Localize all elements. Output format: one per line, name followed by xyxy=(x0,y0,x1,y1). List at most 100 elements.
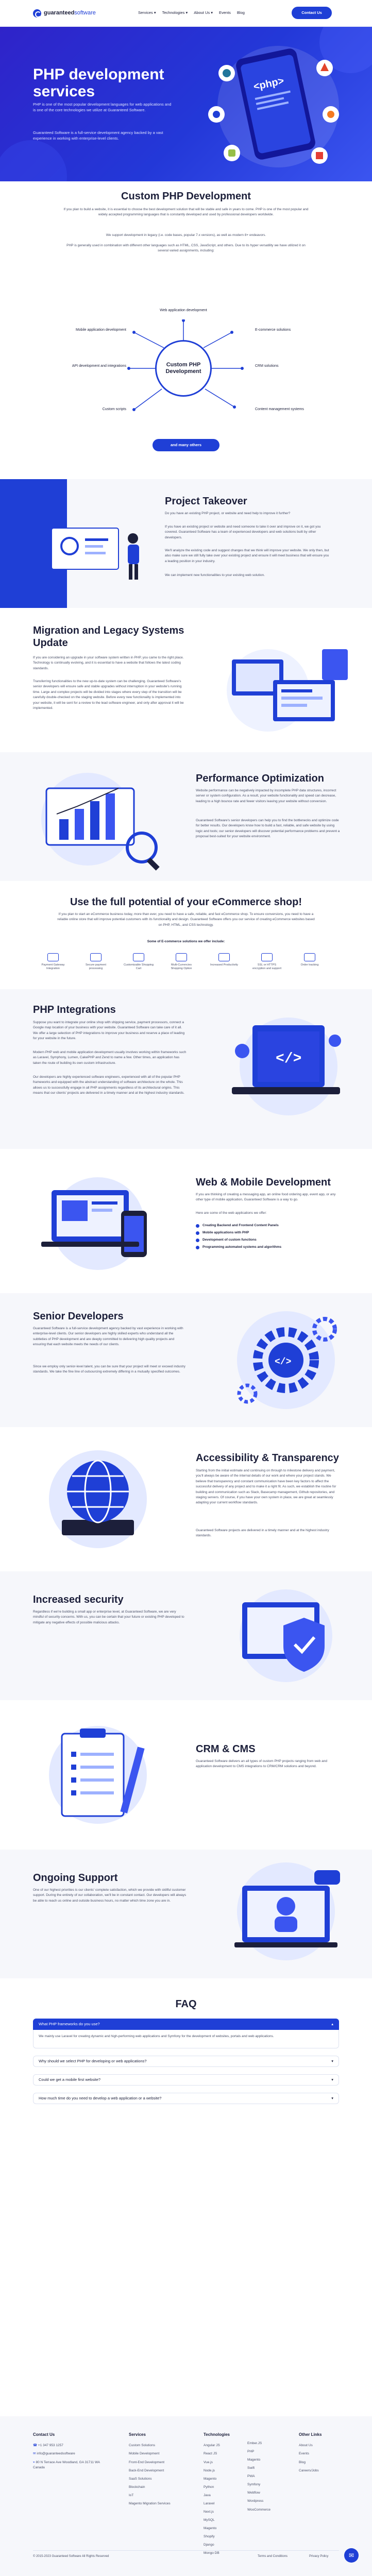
footer-link[interactable]: PWA xyxy=(247,2475,255,2479)
performance-paragraph-2: Guaranteed Software's senior developers … xyxy=(196,819,340,839)
diagram-label-cms: Content management systems xyxy=(255,408,304,411)
site-header: guaranteedsoftware Services ▾ Technologi… xyxy=(0,0,372,27)
footer-link[interactable]: PHP xyxy=(247,2450,255,2454)
footer-link[interactable]: Node.js xyxy=(204,2468,215,2472)
footer-technologies: Technologies Angular JS React JS Vue.js … xyxy=(204,2432,240,2559)
integrations-paragraph-1: Suppose you want to integrate your onlin… xyxy=(33,1021,185,1041)
faq-question[interactable]: Could we get a mobile first website? ▾ xyxy=(33,2074,339,2086)
web-mobile-paragraph-1: If you are thinking of creating a messag… xyxy=(196,1193,336,1202)
footer-link[interactable]: Angular JS xyxy=(204,2444,220,2448)
footer-link[interactable]: Laravel xyxy=(204,2501,215,2505)
logo[interactable]: guaranteedsoftware xyxy=(33,9,96,18)
web-mobile-paragraph-2: Here are some of the web applications we… xyxy=(196,1211,267,1215)
footer-phone[interactable]: ☎ +1 347 953 1257 xyxy=(33,2444,63,2448)
chat-icon[interactable]: ✉ xyxy=(344,2548,359,2563)
senior-gears-illustration: </> xyxy=(237,1311,337,1409)
footer-other-links: Other Links About Us Events Blog Careers… xyxy=(299,2432,340,2477)
ecommerce-item: SSL or HTTPS encryption and support xyxy=(251,953,283,971)
ecommerce-item: Increased Productivity xyxy=(208,953,240,967)
footer-link[interactable]: Vue.js xyxy=(204,2460,213,2464)
footer-link[interactable]: Wordpress xyxy=(247,2499,264,2503)
hero-title: PHP development services xyxy=(33,66,164,100)
footer-terms-link[interactable]: Terms and Conditions xyxy=(258,2555,288,2558)
footer-link[interactable]: Next.js xyxy=(204,2510,214,2514)
footer-link[interactable]: SaaS Solutions xyxy=(129,2477,152,2481)
many-others-button[interactable]: and many others xyxy=(153,439,219,451)
footer-services-title: Services xyxy=(129,2432,146,2437)
services-diagram-connectors xyxy=(127,319,244,411)
footer-privacy-link[interactable]: Privacy Policy xyxy=(309,2555,329,2558)
crm-paragraph: Guaranteed Software delivers an all type… xyxy=(196,1759,327,1769)
faq-question[interactable]: How much time do you need to develop a w… xyxy=(33,2093,339,2104)
footer-link[interactable]: Magento xyxy=(204,2477,217,2481)
footer-link[interactable]: WooCommerce xyxy=(247,2507,271,2512)
integrations-paragraph-3: Our developers are highly experienced so… xyxy=(33,1075,184,1095)
footer-link[interactable]: Careers/Jobs xyxy=(299,2468,319,2472)
takeover-paragraph-3: We'll analyze the existing code and sugg… xyxy=(165,549,329,563)
footer-link[interactable]: React JS xyxy=(204,2452,217,2456)
ecommerce-title: Use the full potential of your eCommerce… xyxy=(70,896,302,908)
list-item: Mobile applications with PHP xyxy=(196,1230,340,1235)
integrations-title: PHP Integrations xyxy=(33,1004,116,1015)
performance-title: Performance Optimization xyxy=(196,773,324,784)
nav-blog[interactable]: Blog xyxy=(236,10,245,15)
takeover-title: Project Takeover xyxy=(165,496,247,507)
faq-question-text: How much time do you need to develop a w… xyxy=(39,2096,162,2101)
footer-link[interactable]: Custom Solutions xyxy=(129,2444,155,2448)
footer-link[interactable]: Back-End Development xyxy=(129,2468,164,2472)
nav-about[interactable]: About Us ▾ xyxy=(194,10,213,15)
footer-link[interactable]: Events xyxy=(299,2452,309,2456)
faq-question[interactable]: Why should we select PHP for developing … xyxy=(33,2056,339,2067)
chevron-down-icon: ▾ xyxy=(331,2096,333,2101)
diagram-label-web-app: Web application development xyxy=(160,309,207,312)
nav-services[interactable]: Services ▾ xyxy=(138,10,156,15)
integrations-paragraph-2: Modern PHP web and mobile application de… xyxy=(33,1050,187,1065)
footer-link[interactable]: Java xyxy=(204,2493,211,2497)
lock-icon xyxy=(261,953,273,961)
footer-link[interactable]: Mobile Development xyxy=(129,2452,160,2456)
faq-question-open[interactable]: What PHP frameworks do you use? ▴ xyxy=(33,2019,339,2030)
bullet-icon xyxy=(196,1231,199,1235)
secure-payment-icon xyxy=(90,953,102,961)
nav-events[interactable]: Events xyxy=(218,10,231,15)
ecommerce-item: Multi-Currencies Shopping Option xyxy=(165,953,197,971)
footer-link[interactable]: Blockchain xyxy=(129,2485,145,2489)
footer-link[interactable]: Django xyxy=(204,2543,214,2547)
footer-link[interactable]: Webflow xyxy=(247,2491,260,2495)
footer-link[interactable]: Python xyxy=(204,2485,214,2489)
crm-title: CRM & CMS xyxy=(196,1743,256,1755)
footer-link[interactable]: Shopify xyxy=(204,2535,215,2539)
footer-link[interactable]: Magento xyxy=(247,2458,261,2462)
ecommerce-paragraph: If you plan to start an eCommerce busine… xyxy=(57,912,315,927)
footer-link[interactable]: Blog xyxy=(299,2460,306,2464)
footer-link[interactable]: About Us xyxy=(299,2444,313,2448)
ecommerce-item: Payment Gateway Integration xyxy=(37,953,69,971)
footer-link[interactable]: IoT xyxy=(129,2493,134,2497)
contact-us-button[interactable]: Contact Us xyxy=(292,7,332,19)
nav-technologies[interactable]: Technologies ▾ xyxy=(162,10,188,15)
senior-title: Senior Developers xyxy=(33,1311,124,1322)
footer-link[interactable]: Front-End Development xyxy=(129,2460,165,2464)
footer-email[interactable]: ✉ info@guaranteedsoftware xyxy=(33,2452,75,2456)
footer-link[interactable]: Mongo DB xyxy=(204,2551,219,2555)
hero-paragraph-1: PHP is one of the most popular developme… xyxy=(33,102,172,113)
footer-link[interactable]: Magento Migration Services xyxy=(129,2501,171,2505)
footer-link[interactable]: Ember.JS xyxy=(247,2442,262,2445)
custom-php-paragraph-3: PHP is generally used in combination wit… xyxy=(66,244,306,253)
senior-paragraph-1: Guaranteed Software is a full-service de… xyxy=(33,1327,183,1347)
bullet-icon xyxy=(196,1238,199,1242)
logo-suffix: software xyxy=(74,10,96,16)
footer-divider xyxy=(33,2550,339,2551)
takeover-paragraph-1: Do you have an existing PHP project, or … xyxy=(165,512,291,515)
footer-link[interactable]: MySQL xyxy=(204,2518,215,2522)
security-shield-illustration xyxy=(240,1589,332,1682)
currency-icon xyxy=(176,953,187,961)
bullet-icon xyxy=(196,1245,199,1249)
footer-link[interactable]: Magento xyxy=(204,2527,217,2531)
logo-icon xyxy=(33,9,41,18)
accessibility-title: Accessibility & Transparency xyxy=(196,1452,339,1464)
svg-text:</>: </> xyxy=(276,1051,301,1067)
main-nav: Services ▾ Technologies ▾ About Us ▾ Eve… xyxy=(138,10,245,16)
footer-link[interactable]: Swift xyxy=(247,2466,255,2470)
footer-link[interactable]: Symfony xyxy=(247,2483,261,2487)
